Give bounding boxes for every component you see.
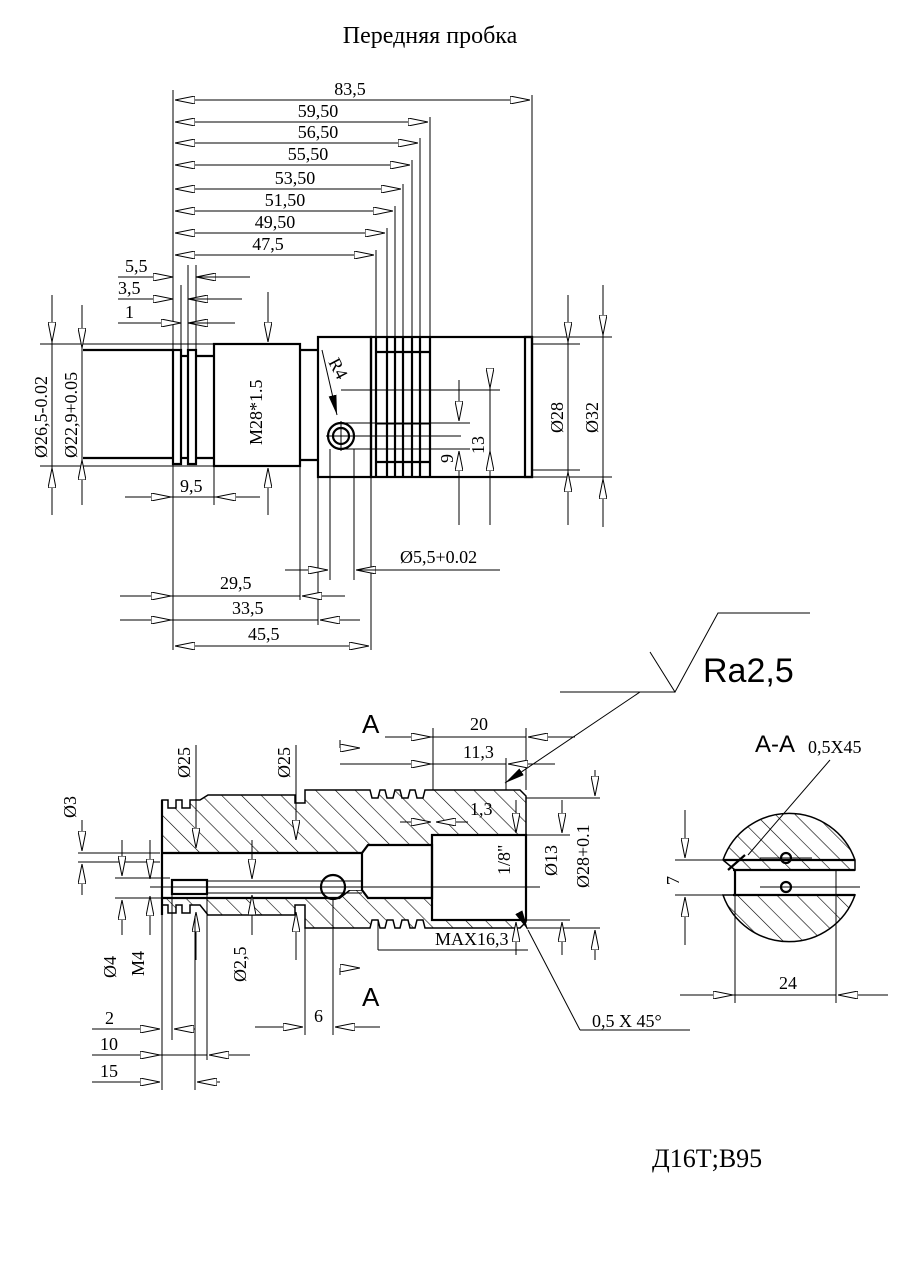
chamfer-side: 0,5 X 45° (592, 1011, 662, 1031)
dim-1-3: 1,3 (470, 799, 493, 819)
dim-10: 10 (100, 1034, 118, 1054)
dim-24: 24 (779, 973, 797, 993)
dia-28-side: Ø28+0.1 (573, 824, 593, 888)
dim-7: 7 (663, 876, 683, 885)
dim-49-50: 49,50 (255, 212, 296, 232)
dim-55-50: 55,50 (288, 144, 329, 164)
section-label: А-А (755, 731, 795, 758)
pipe-thread: 1/8" (494, 845, 514, 875)
dim-6: 6 (314, 1006, 323, 1026)
dim-11-3: 11,3 (463, 742, 494, 762)
dia-25-a: Ø25 (174, 747, 194, 778)
bottom-dimensions: 9,5 Ø5,5+0.02 29,5 33,5 45,5 (120, 449, 500, 650)
dia-32: Ø32 (582, 402, 602, 433)
dim-3-5: 3,5 (118, 278, 141, 298)
dia-4: Ø4 (100, 956, 120, 978)
left-diameters: Ø26,5-0.02 Ø22,9+0.05 M28*1.5 (31, 292, 268, 515)
dia-25-b: Ø25 (274, 747, 294, 778)
section-mark-bottom: А (362, 982, 380, 1012)
dia-28: Ø28 (547, 402, 567, 433)
dim-13: 13 (468, 436, 488, 454)
dim-2: 2 (105, 1008, 114, 1028)
side-view-dimensions: А А 20 11,3 1,3 1/8" Ø13 Ø28+0.1 MAX16,3 (60, 709, 690, 1090)
roughness-symbol: Ra2,5 (504, 612, 810, 784)
top-dimensions: 83,5 59,50 56,50 55,50 53,50 51,50 49,50… (118, 79, 533, 350)
section-a-a: А-А 0,5X45 7 24 (663, 731, 888, 1003)
dim-51-50: 51,50 (265, 190, 306, 210)
dim-47-5: 47,5 (252, 234, 284, 254)
dia-26-5: Ø26,5-0.02 (31, 376, 51, 458)
top-view-outline (83, 335, 534, 479)
dia-2-5: Ø2,5 (230, 947, 250, 983)
right-dimensions: R4 Ø28 Ø32 9 13 (321, 285, 612, 527)
dim-29-5: 29,5 (220, 573, 252, 593)
dim-15: 15 (100, 1061, 118, 1081)
dim-9-5: 9,5 (180, 476, 203, 496)
section-mark-top: А (362, 709, 380, 739)
thread-m4: M4 (128, 951, 148, 976)
dim-20: 20 (470, 714, 488, 734)
dim-59-50: 59,50 (298, 101, 339, 121)
dim-1: 1 (125, 302, 134, 322)
drawing-title: Передняя пробка (343, 23, 518, 49)
max-depth: MAX16,3 (435, 929, 509, 949)
roughness-label: Ra2,5 (703, 652, 794, 690)
dim-5-5: 5,5 (125, 256, 148, 276)
dim-53-50: 53,50 (275, 168, 316, 188)
dim-83-5: 83,5 (334, 79, 366, 99)
side-view-section (150, 789, 540, 929)
dim-56-50: 56,50 (298, 122, 339, 142)
dim-45-5: 45,5 (248, 624, 280, 644)
dim-9: 9 (437, 454, 457, 463)
hole-dia-5-5: Ø5,5+0.02 (400, 547, 477, 567)
dia-22-9: Ø22,9+0.05 (61, 372, 81, 458)
material-note: Д16Т;В95 (652, 1144, 762, 1173)
thread-m28: M28*1.5 (246, 379, 266, 445)
dia-13-side: Ø13 (541, 845, 561, 876)
dia-3: Ø3 (60, 796, 80, 818)
dim-33-5: 33,5 (232, 598, 264, 618)
chamfer-section: 0,5X45 (808, 737, 862, 757)
